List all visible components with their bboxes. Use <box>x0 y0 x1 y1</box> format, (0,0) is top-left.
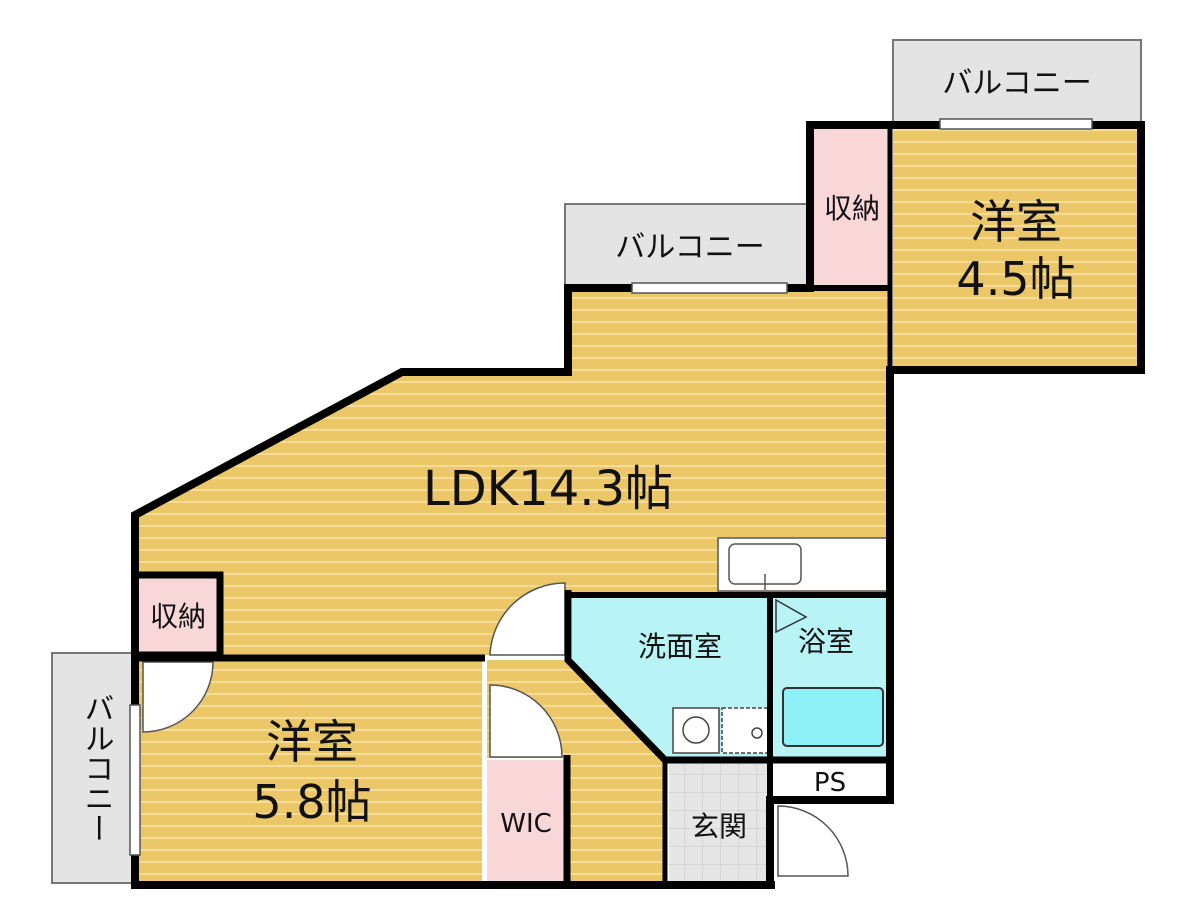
bath-vent-icon <box>775 598 808 634</box>
storage-upper-label: 収納 <box>824 192 880 225</box>
storage-left <box>137 575 217 655</box>
ldk-floor <box>137 290 890 655</box>
kitchen-counter <box>717 537 889 592</box>
western-room-upper <box>893 125 1139 370</box>
washing-machine-icon <box>721 707 769 754</box>
ldk-label: LDK14.3帖 <box>423 461 673 517</box>
door-swings <box>142 582 849 877</box>
western-lower-size: 5.8帖 <box>252 775 371 829</box>
balcony-top-middle-label: バルコニー <box>615 230 764 265</box>
pipe-space-label: PS <box>814 768 846 798</box>
walk-in-closet <box>487 760 565 882</box>
washroom-label: 洗面室 <box>638 630 722 663</box>
storage-left-label: 収納 <box>150 600 206 633</box>
western-lower-name: 洋室 <box>266 715 358 769</box>
balcony-top-right: バルコニー <box>892 39 1142 123</box>
balcony-top-middle: バルコニー <box>564 203 812 287</box>
western-upper-size: 4.5帖 <box>956 252 1075 306</box>
balcony-top-right-label: バルコニー <box>942 66 1091 101</box>
storage-upper <box>812 125 890 285</box>
western-upper-name: 洋室 <box>970 195 1062 249</box>
washroom-fixtures <box>672 707 769 754</box>
wic-label: WIC <box>500 809 552 839</box>
pipe-space <box>773 763 888 799</box>
wash-basin-icon <box>672 707 720 754</box>
windows <box>129 118 1093 856</box>
bathtub <box>782 687 884 747</box>
balcony-left: バルコニー <box>51 652 135 884</box>
balcony-left-label: バルコニー <box>79 693 114 843</box>
entrance <box>669 763 771 881</box>
entrance-label: 玄関 <box>691 810 747 843</box>
bathroom-label: 浴室 <box>798 625 854 658</box>
